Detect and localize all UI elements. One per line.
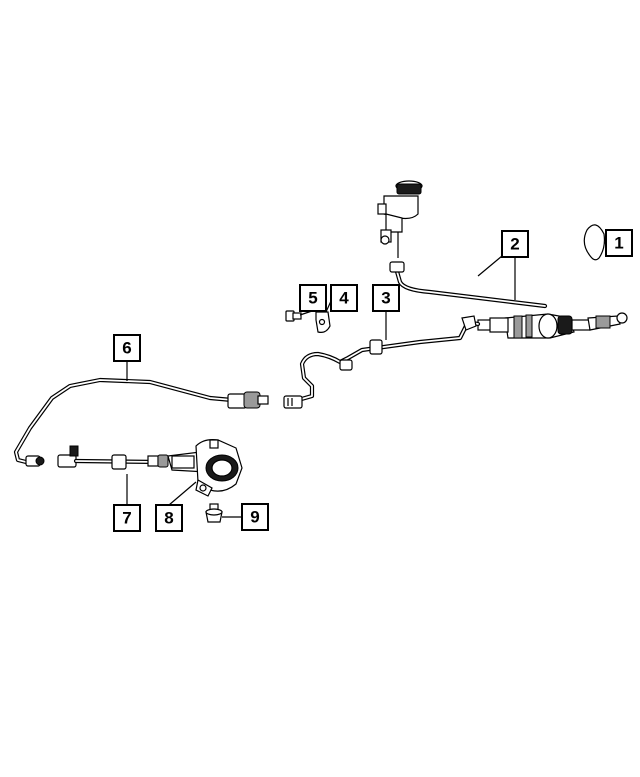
callout-2[interactable]: 2 [501,230,529,258]
callout-3-label: 3 [381,289,390,308]
callout-3[interactable]: 3 [372,284,400,312]
leader-line-8 [168,481,197,506]
bolt-part-9 [205,503,223,523]
callout-6[interactable]: 6 [113,334,141,362]
hydraulic-line-primary-part [283,315,481,409]
callout-4[interactable]: 4 [330,284,358,312]
callout-4-label: 4 [339,289,349,308]
callout-7-label: 7 [122,509,131,528]
callout-1[interactable]: 1 [605,229,633,257]
callout-8-label: 8 [164,509,173,528]
callout-6-label: 6 [122,339,131,358]
callout-5[interactable]: 5 [299,284,327,312]
hydraulic-line-secondary-part [13,377,269,467]
callout-7[interactable]: 7 [113,504,141,532]
grease-packet-part [583,224,606,261]
clutch-master-cylinder-part [377,180,628,339]
callout-9-label: 9 [250,508,259,527]
leader-line-2 [477,255,516,300]
callout-1-label: 1 [614,234,623,253]
bracket-part [315,311,331,333]
callout-2-label: 2 [510,235,519,254]
slave-cylinder-part [167,439,243,497]
callout-5-label: 5 [308,289,317,308]
bleeder-line-part [57,445,169,470]
callout-9[interactable]: 9 [241,503,269,531]
callout-8[interactable]: 8 [155,504,183,532]
bolt-part-5 [285,310,302,322]
